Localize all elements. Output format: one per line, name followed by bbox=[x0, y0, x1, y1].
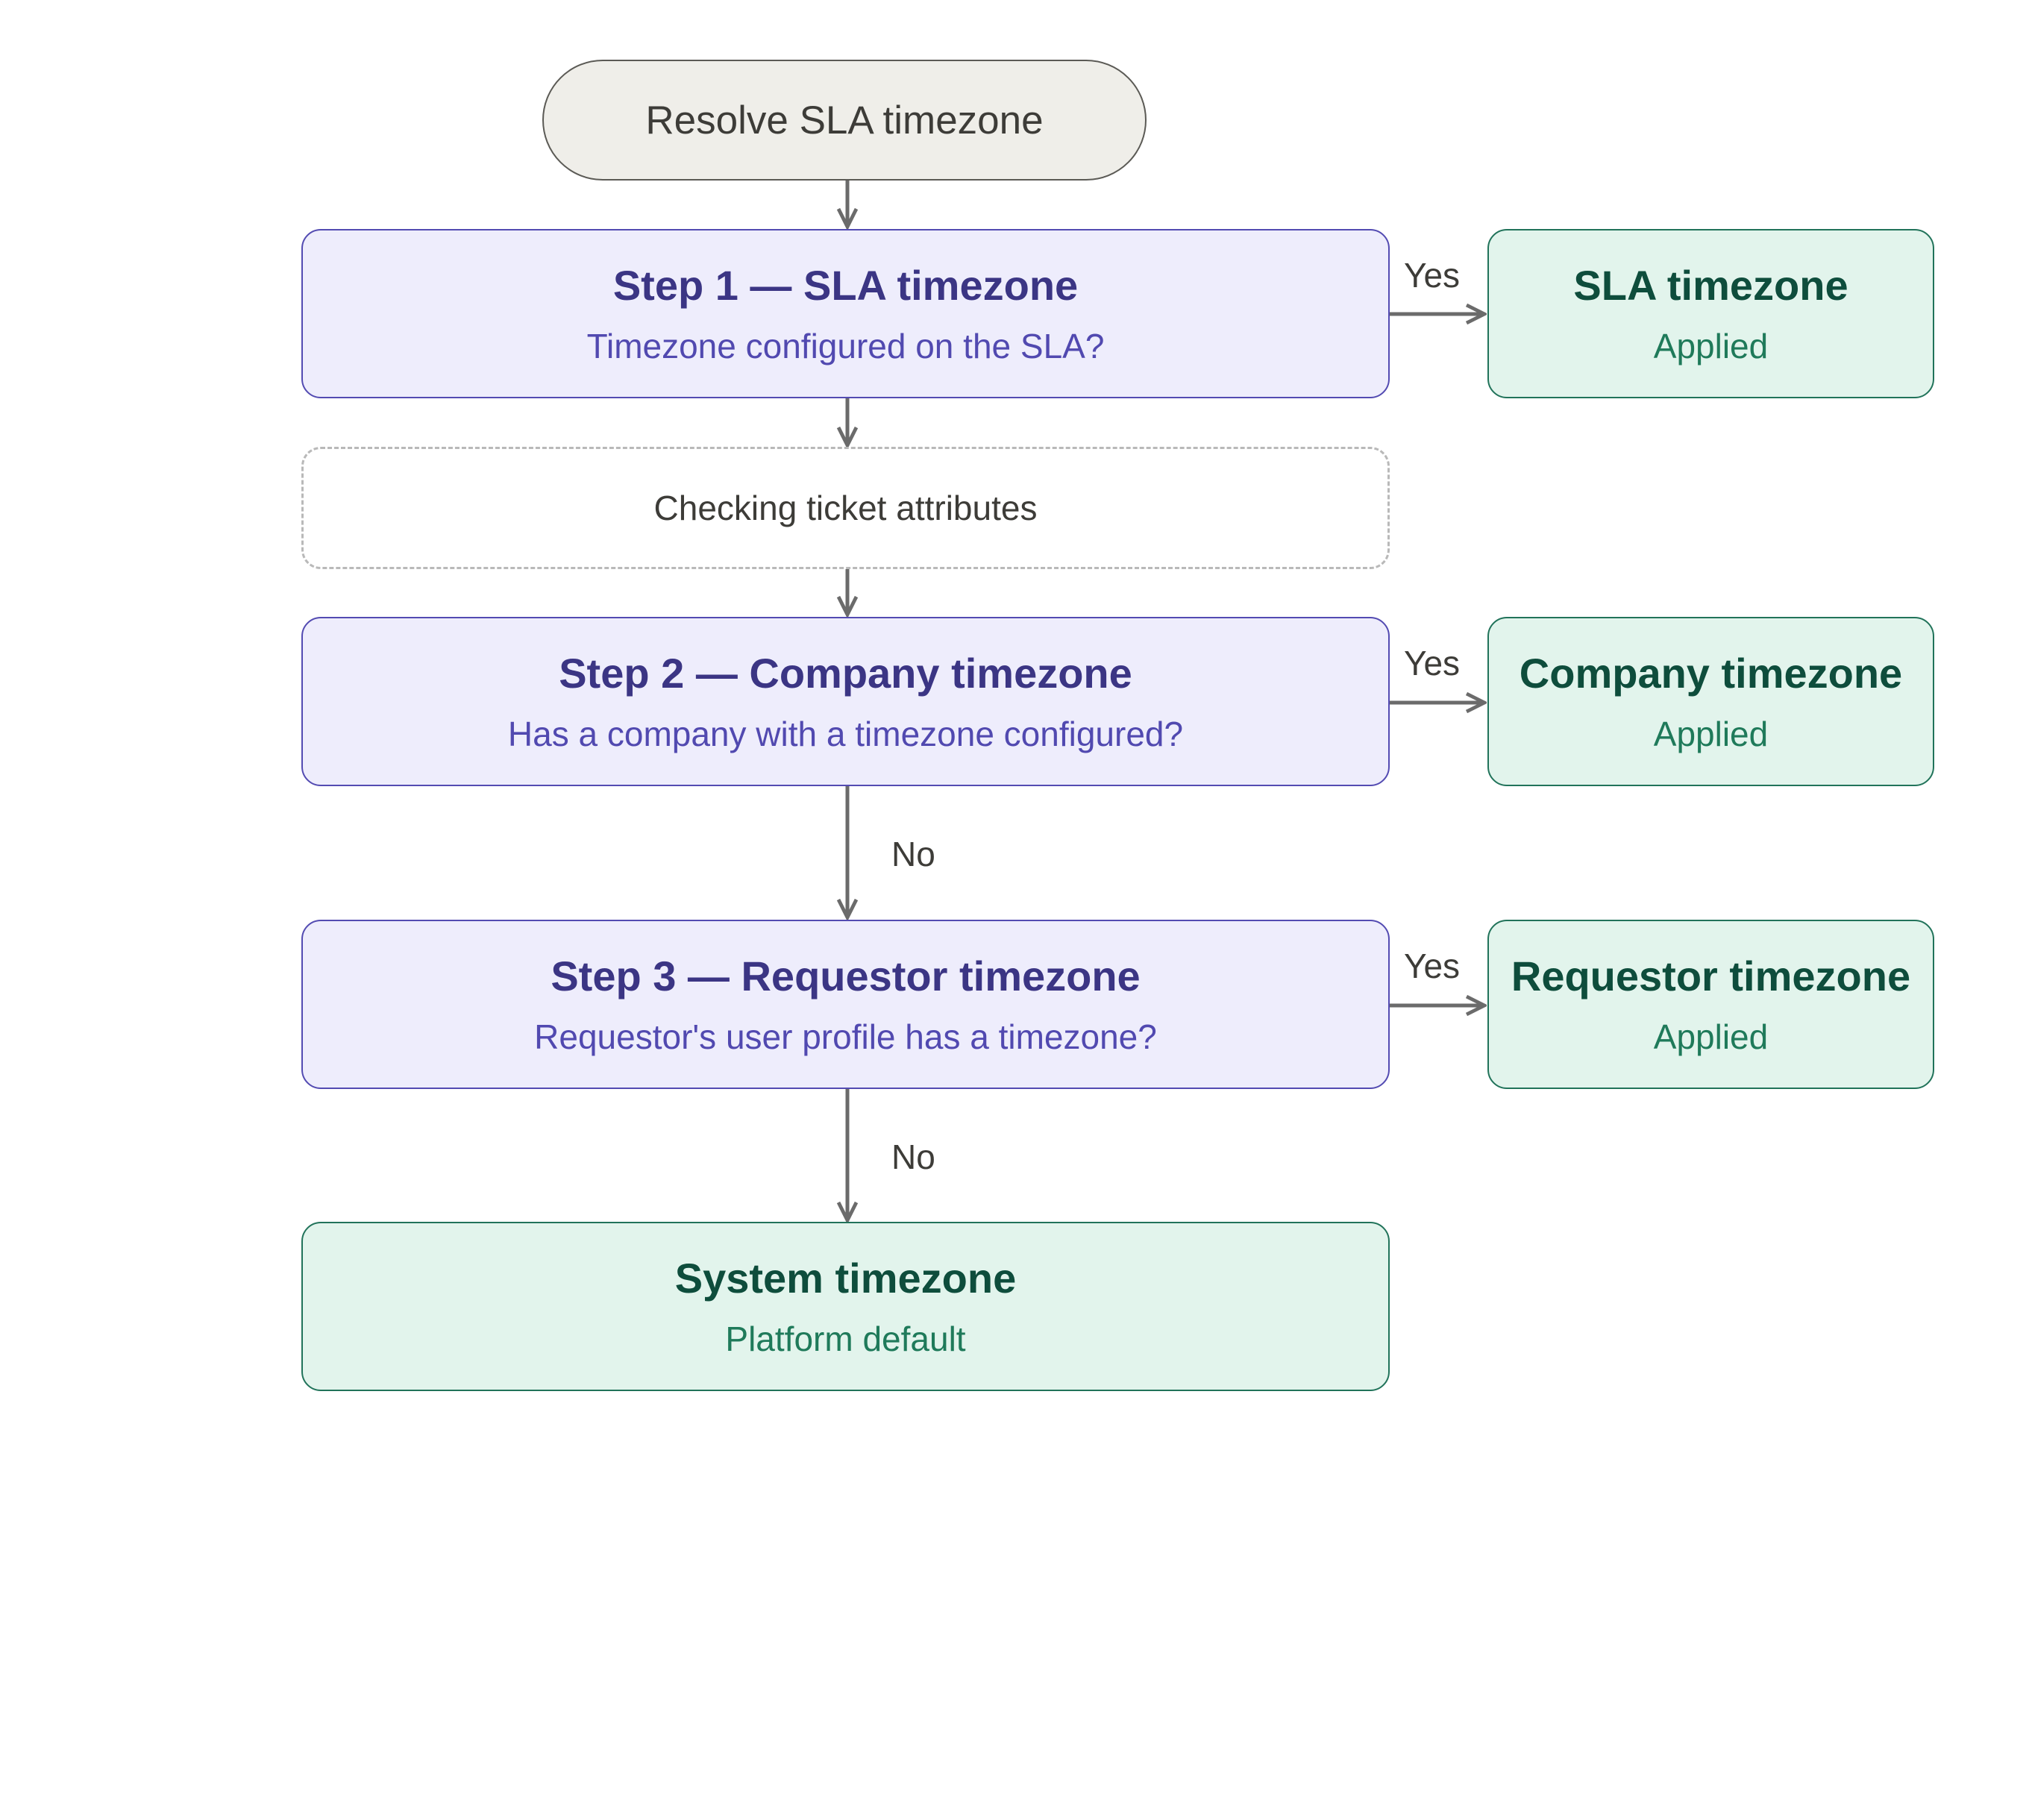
checking-attributes-label: Checking ticket attributes bbox=[653, 489, 1038, 527]
step-2-title: Step 2 — Company timezone bbox=[559, 650, 1132, 697]
step-3-node: Step 3 — Requestor timezone Requestor's … bbox=[301, 920, 1390, 1089]
result-sla-timezone: SLA timezone Applied bbox=[1487, 229, 1934, 398]
step-3-title: Step 3 — Requestor timezone bbox=[551, 953, 1141, 1000]
result-1-subtitle: Applied bbox=[1653, 327, 1769, 365]
system-timezone-title: System timezone bbox=[674, 1255, 1017, 1302]
yes-label-step1: Yes bbox=[1404, 256, 1461, 295]
step-3-question: Requestor's user profile has a timezone? bbox=[534, 1017, 1157, 1056]
result-2-title: Company timezone bbox=[1519, 650, 1903, 697]
no-label-step2: No bbox=[891, 835, 935, 873]
result-3-title: Requestor timezone bbox=[1511, 953, 1911, 1000]
step-2-question: Has a company with a timezone configured… bbox=[507, 715, 1184, 753]
no-label-step3: No bbox=[891, 1138, 935, 1176]
step-1-node: Step 1 — SLA timezone Timezone configure… bbox=[301, 229, 1390, 398]
result-3-subtitle: Applied bbox=[1653, 1017, 1769, 1056]
result-1-title: SLA timezone bbox=[1573, 262, 1848, 309]
result-company-timezone: Company timezone Applied bbox=[1487, 617, 1934, 786]
start-label: Resolve SLA timezone bbox=[645, 98, 1044, 142]
step-1-title: Step 1 — SLA timezone bbox=[612, 262, 1079, 309]
result-requestor-timezone: Requestor timezone Applied bbox=[1487, 920, 1934, 1089]
checking-attributes-node: Checking ticket attributes bbox=[301, 447, 1390, 569]
start-node: Resolve SLA timezone bbox=[542, 60, 1147, 181]
yes-label-step2: Yes bbox=[1404, 644, 1461, 682]
step-1-question: Timezone configured on the SLA? bbox=[586, 327, 1105, 365]
yes-label-step3: Yes bbox=[1404, 947, 1461, 985]
step-2-node: Step 2 — Company timezone Has a company … bbox=[301, 617, 1390, 786]
system-timezone-subtitle: Platform default bbox=[725, 1320, 966, 1358]
system-timezone-node: System timezone Platform default bbox=[301, 1222, 1390, 1391]
result-2-subtitle: Applied bbox=[1653, 715, 1769, 753]
